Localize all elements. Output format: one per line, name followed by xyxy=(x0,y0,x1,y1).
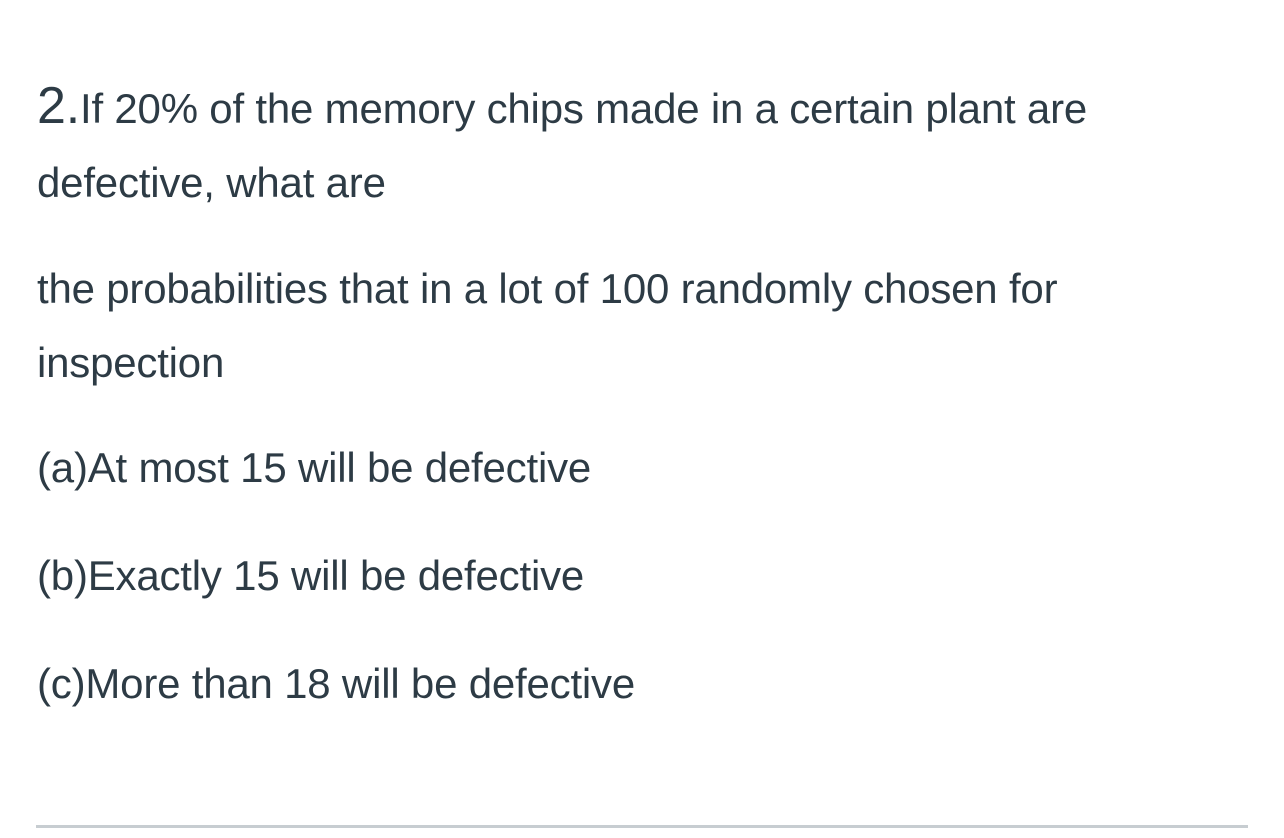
question-context-line1: the probabilities that in a lot of 100 r… xyxy=(37,265,1058,312)
question-part-c: (c)More than 18 will be defective xyxy=(37,647,635,721)
question-intro: 2.If 20% of the memory chips made in a c… xyxy=(37,69,1087,220)
question-intro-line2: defective, what are xyxy=(37,159,386,206)
part-c-text: More than 18 will be defective xyxy=(85,660,636,707)
question-context: the probabilities that in a lot of 100 r… xyxy=(37,252,1058,400)
part-a-text: At most 15 will be defective xyxy=(87,444,592,491)
question-context-line2: inspection xyxy=(37,339,225,386)
part-b-label: (b) xyxy=(37,552,88,599)
part-c-label: (c) xyxy=(37,660,86,707)
question-intro-line1: If 20% of the memory chips made in a cer… xyxy=(79,85,1088,132)
section-divider xyxy=(36,825,1248,828)
question-part-b: (b)Exactly 15 will be defective xyxy=(37,539,584,613)
question-part-a: (a)At most 15 will be defective xyxy=(37,431,591,505)
part-a-label: (a) xyxy=(37,444,88,491)
question-number: 2. xyxy=(37,77,80,135)
part-b-text: Exactly 15 will be defective xyxy=(87,552,585,599)
